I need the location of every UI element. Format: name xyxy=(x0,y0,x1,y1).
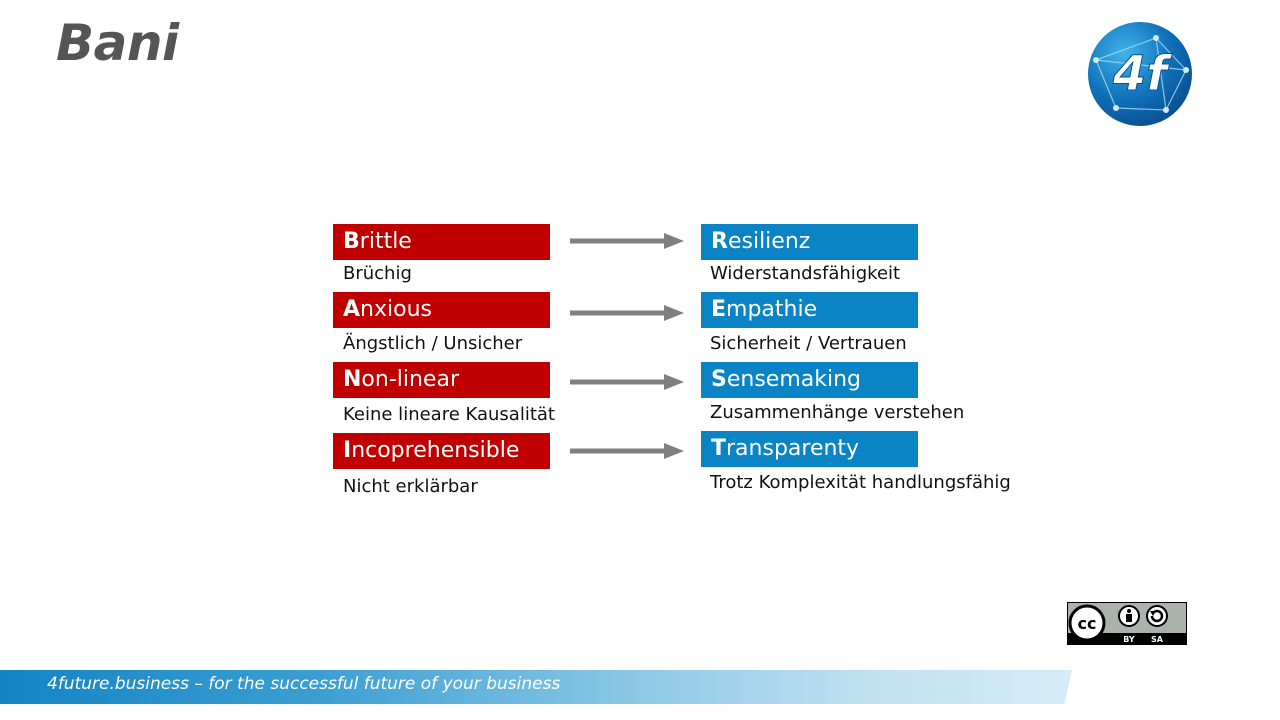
left-rest-2: nxious xyxy=(360,297,432,322)
left-subtitle-2: Ängstlich / Unsicher xyxy=(343,333,523,354)
right-box-empathie: Empathie xyxy=(701,292,918,328)
sa-label: SA xyxy=(1151,635,1164,644)
arrow-right-icon xyxy=(570,305,684,321)
right-rest-3: ensemaking xyxy=(726,367,862,392)
right-subtitle-1: Widerstandsfähigkeit xyxy=(710,263,901,284)
4f-logo: 4f xyxy=(1088,22,1192,126)
right-initial-4: T xyxy=(711,436,727,461)
right-subtitle-2: Sicherheit / Vertrauen xyxy=(710,333,907,354)
left-initial-2: A xyxy=(343,297,361,322)
by-label: BY xyxy=(1123,635,1135,644)
cc-label: cc xyxy=(1078,614,1097,633)
arrow-right-icon xyxy=(570,443,684,459)
left-subtitle-3: Keine lineare Kausalität xyxy=(343,404,555,425)
left-subtitle-4: Nicht erklärbar xyxy=(343,476,478,497)
left-box-non-linear: Non-linear xyxy=(333,362,550,398)
sa-share-alike-icon xyxy=(1146,605,1168,627)
right-subtitle-3: Zusammenhänge verstehen xyxy=(710,402,965,423)
arrow-right-icon xyxy=(570,374,684,390)
right-rest-4: ransparenty xyxy=(726,436,860,461)
arrow-right-icon xyxy=(570,233,684,249)
cc-icon xyxy=(1068,604,1106,642)
right-rest-2: mpathie xyxy=(726,297,818,322)
left-initial-3: N xyxy=(343,367,362,392)
right-box-resilienz: Resilienz xyxy=(701,224,918,260)
footer-bar xyxy=(0,670,1072,704)
right-box-sensemaking: Sensemaking xyxy=(701,362,918,398)
right-box-transparenty: Transparenty xyxy=(701,431,918,467)
right-initial-1: R xyxy=(711,229,728,254)
left-initial-4: I xyxy=(343,438,352,463)
logo-text: 4f xyxy=(1112,46,1172,102)
slide-title: Bani xyxy=(56,14,179,72)
right-rest-1: esilienz xyxy=(727,229,811,254)
left-rest-4: ncoprehensible xyxy=(351,438,520,463)
right-initial-3: S xyxy=(711,367,727,392)
cc-by-sa-license-badge: cc BY SA xyxy=(1067,602,1187,645)
left-box-brittle: Brittle xyxy=(333,224,550,260)
left-initial-1: B xyxy=(343,229,360,254)
left-box-incoprehensible: Incoprehensible xyxy=(333,433,550,469)
right-initial-2: E xyxy=(711,297,727,322)
left-subtitle-1: Brüchig xyxy=(343,263,412,284)
left-box-anxious: Anxious xyxy=(333,292,550,328)
right-subtitle-4: Trotz Komplexität handlungsfähig xyxy=(710,472,1011,493)
left-rest-1: rittle xyxy=(359,229,412,254)
footer-text: 4future.business – for the successful fu… xyxy=(47,674,561,694)
left-rest-3: on-linear xyxy=(361,367,459,392)
